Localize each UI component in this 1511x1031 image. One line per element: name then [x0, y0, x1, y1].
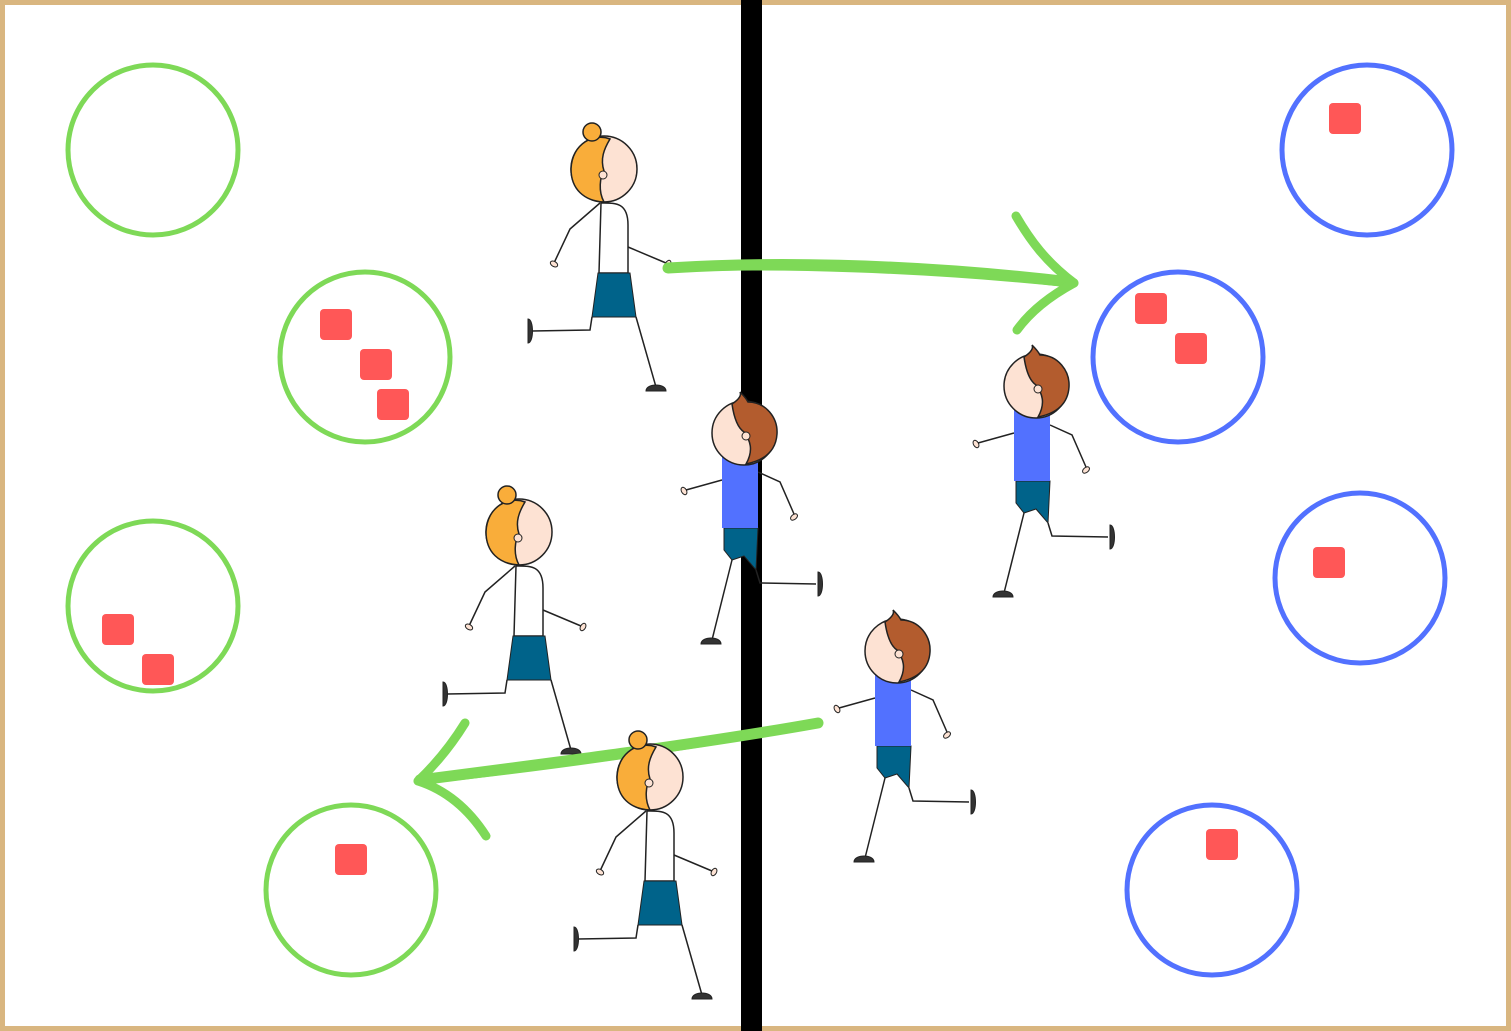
beanbag-icon: [1135, 293, 1167, 324]
blue-hoop-3: [1272, 490, 1448, 666]
green-hoop-3: [65, 518, 241, 694]
boy-running-icon: [971, 344, 1116, 598]
beanbag-icon: [360, 349, 392, 380]
girl-running-icon: [442, 485, 588, 755]
green-hoop-1: [65, 62, 241, 238]
beanbag-icon: [1175, 333, 1207, 364]
blue-hoops: [1090, 62, 1455, 978]
beanbag-icon: [335, 844, 367, 875]
blue-hoop-4: [1124, 802, 1300, 978]
blue-hoop-1: [1279, 62, 1455, 238]
boy-running-icon: [832, 609, 977, 863]
beanbag-icon: [1329, 103, 1361, 134]
green-hoop-4: [263, 802, 439, 978]
arrow-right-icon: [662, 211, 1079, 335]
beanbag-icon: [377, 389, 409, 420]
girl-running-icon: [527, 122, 673, 392]
beanbag-icon: [1206, 829, 1238, 860]
beanbag-icon: [102, 614, 134, 645]
green-hoop-2: [277, 269, 453, 445]
girl-running-icon: [573, 730, 719, 1000]
beanbag-icon: [142, 654, 174, 685]
beanbag-icon: [1313, 547, 1345, 578]
blue-hoop-2: [1090, 269, 1266, 445]
green-hoops: [65, 62, 453, 978]
beanbag-icon: [320, 309, 352, 340]
